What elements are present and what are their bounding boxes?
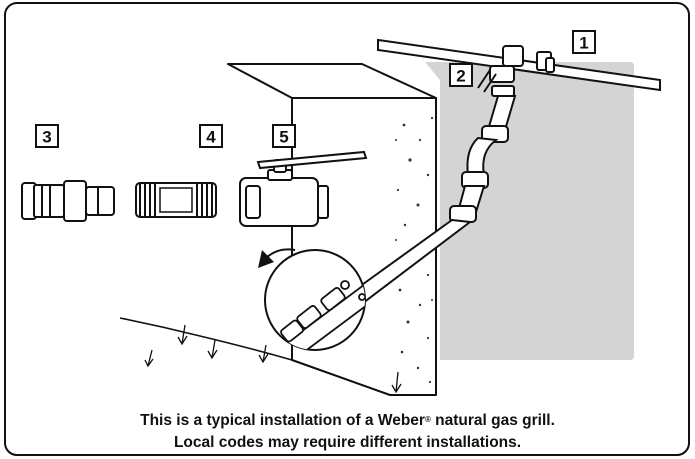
callout-4: 4 xyxy=(199,124,223,148)
caption-line-1: This is a typical installation of a Webe… xyxy=(0,410,695,432)
wall-top-face xyxy=(227,63,437,99)
ground-line xyxy=(119,317,391,396)
callout-2-label: 2 xyxy=(456,67,465,86)
registered-mark: ® xyxy=(424,415,431,424)
caption-line-2: Local codes may require different instal… xyxy=(173,434,522,451)
ball-valve xyxy=(239,150,368,227)
callout-5-label: 5 xyxy=(279,128,288,147)
magnifier-detail xyxy=(264,249,366,351)
callout-3: 3 xyxy=(35,124,59,148)
threaded-pipe-nipple xyxy=(135,182,217,218)
caption: This is a typical installation of a Webe… xyxy=(0,410,695,454)
grass-marks xyxy=(144,324,402,394)
detail-arrow xyxy=(258,248,296,268)
callout-1: 1 xyxy=(572,30,596,54)
callout-1-label: 1 xyxy=(579,34,588,53)
wall-shadow xyxy=(425,62,634,360)
callout-4-label: 4 xyxy=(206,128,216,147)
callout-2: 2 xyxy=(449,63,473,87)
caption-line-1-start: This is a typical installation of a Webe… xyxy=(140,412,425,429)
shutoff-valve xyxy=(477,65,515,97)
quick-disconnect-fitting xyxy=(21,180,115,222)
outer-border xyxy=(4,2,690,456)
caption-line-1-end: natural gas grill. xyxy=(430,412,555,429)
callout-3-label: 3 xyxy=(42,128,51,147)
callout-5: 5 xyxy=(272,124,296,148)
